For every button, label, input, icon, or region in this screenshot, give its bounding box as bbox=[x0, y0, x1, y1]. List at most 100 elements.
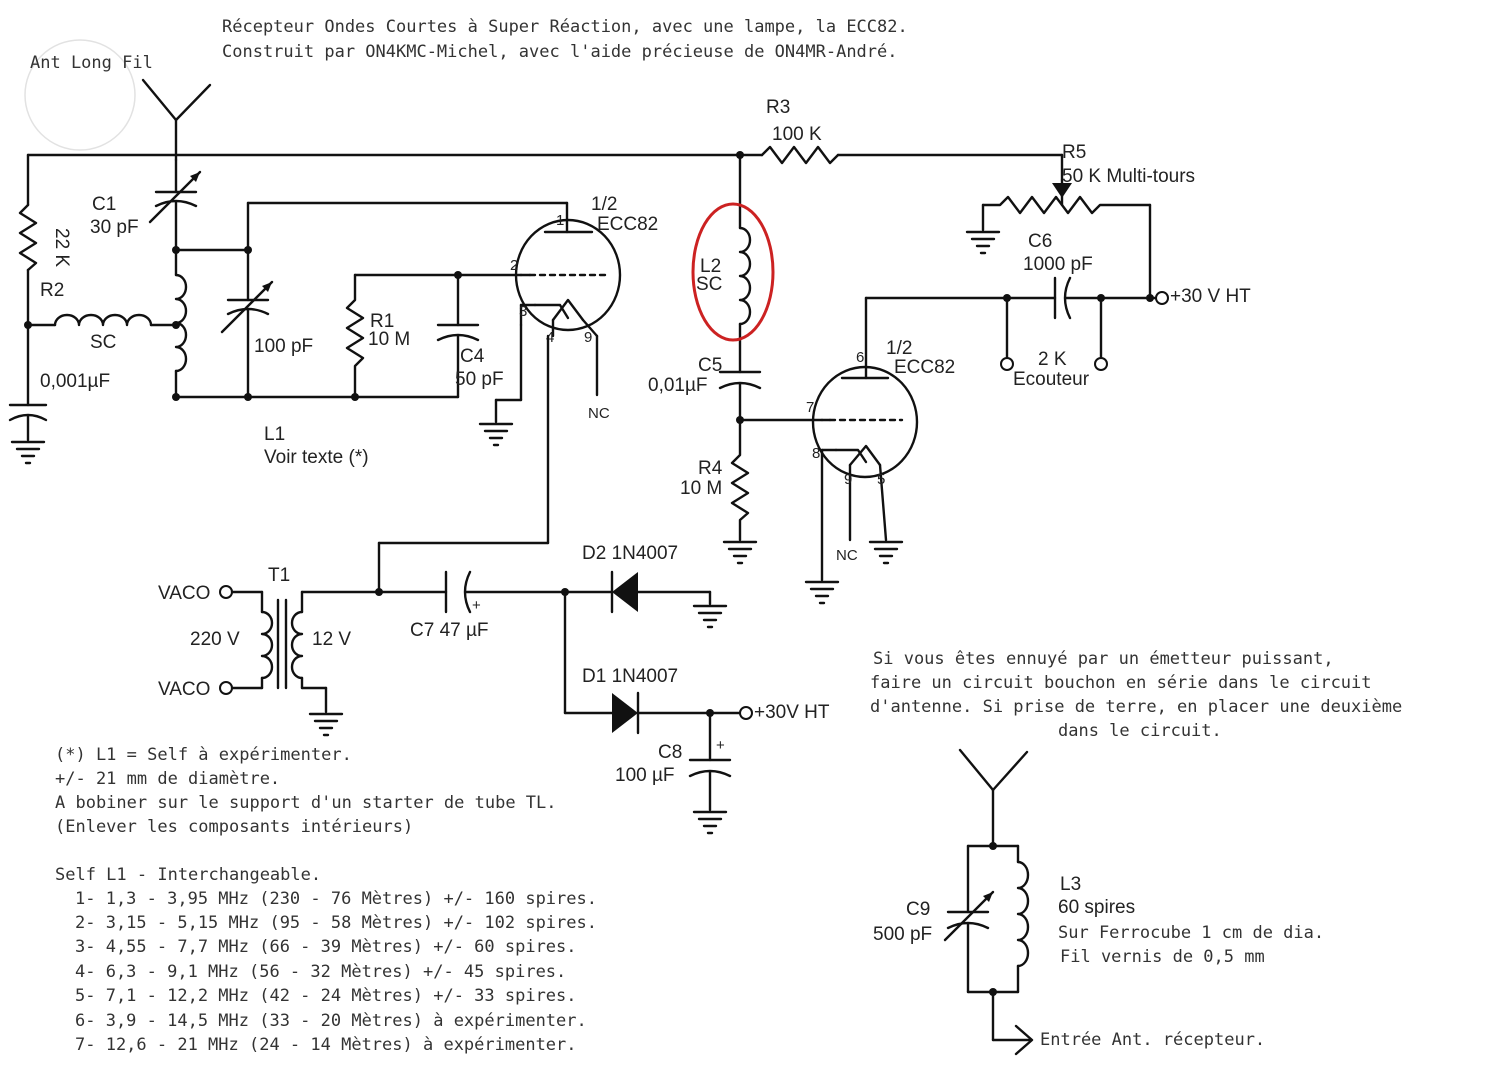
tube1-pin3: 3 bbox=[519, 303, 527, 320]
r3-value: 100 K bbox=[772, 124, 822, 145]
earphone-label: Ecouteur bbox=[1013, 369, 1090, 390]
tube1-pin4: 4 bbox=[546, 329, 554, 346]
choke-l2 bbox=[738, 153, 752, 374]
c6-label: C6 bbox=[1028, 231, 1052, 252]
note-l1-line: (*) L1 = Self à expérimenter. bbox=[55, 745, 352, 765]
self-list-item: 7- 12,6 - 21 MHz (24 - 14 Mètres) à expé… bbox=[75, 1035, 577, 1055]
c6-value: 1000 pF bbox=[1023, 254, 1093, 275]
self-list-item: 1- 1,3 - 3,95 MHz (230 - 76 Mètres) +/- … bbox=[75, 889, 597, 909]
c-100pf-value: 100 pF bbox=[254, 336, 313, 357]
c8-label: C8 bbox=[658, 742, 682, 763]
ht-terminal-1 bbox=[1155, 291, 1169, 305]
self-list-item: 5- 7,1 - 12,2 MHz (42 - 24 Mètres) +/- 3… bbox=[75, 986, 577, 1006]
vaco-1: VACO bbox=[158, 583, 210, 604]
capacitor-c1 bbox=[148, 158, 202, 252]
d2-label: D2 1N4007 bbox=[582, 543, 678, 564]
r2-label: R2 bbox=[40, 280, 64, 301]
choke-sc-r2 bbox=[26, 313, 178, 327]
l3-detail-1: Sur Ferrocube 1 cm de dia. bbox=[1058, 923, 1324, 943]
r4-value: 10 M bbox=[680, 478, 722, 499]
l3-detail-2: Fil vernis de 0,5 mm bbox=[1060, 947, 1265, 967]
tube1-type: ECC82 bbox=[597, 214, 658, 235]
title-line-2: Construit par ON4KMC-Michel, avec l'aide… bbox=[222, 42, 898, 62]
tube-ecc82-1 bbox=[514, 218, 622, 338]
r-22k-value: 22 K bbox=[51, 228, 72, 267]
l1-value: Voir texte (*) bbox=[264, 447, 369, 468]
self-list-item: 4- 6,3 - 9,1 MHz (56 - 32 Mètres) +/- 45… bbox=[75, 962, 566, 982]
l3-label: L3 bbox=[1060, 874, 1081, 895]
c8-plus: + bbox=[716, 737, 725, 754]
c5-value: 0,01µF bbox=[648, 375, 708, 396]
tube2-pin5: 5 bbox=[877, 471, 885, 488]
r5-value: 50 K Multi-tours bbox=[1062, 166, 1195, 187]
stamp-watermark bbox=[24, 39, 136, 151]
c1-value: 30 pF bbox=[90, 217, 139, 238]
antenna-icon bbox=[141, 78, 212, 162]
title-line-1: Récepteur Ondes Courtes à Super Réaction… bbox=[222, 17, 908, 37]
self-list-title: Self L1 - Interchangeable. bbox=[55, 865, 321, 885]
r1-label: R1 bbox=[370, 311, 394, 332]
notes-l1: (*) L1 = Self à expérimenter. +/- 21 mm … bbox=[55, 745, 557, 837]
capacitor-0-001uf bbox=[8, 323, 48, 465]
tube2-type: ECC82 bbox=[894, 357, 955, 378]
transformer-t1 bbox=[219, 585, 448, 737]
tube2-pin7: 7 bbox=[806, 399, 814, 416]
tube-ecc82-2 bbox=[804, 296, 1009, 605]
tube1-nc: NC bbox=[588, 405, 610, 422]
note-l1-line: A bobiner sur le support d'un starter de… bbox=[55, 793, 557, 813]
v220-label: 220 V bbox=[190, 629, 240, 650]
capacitor-c6 bbox=[1005, 276, 1152, 320]
ht-label-2: +30V HT bbox=[754, 702, 830, 723]
resistor-r4 bbox=[722, 418, 758, 565]
capacitor-c8 bbox=[688, 711, 732, 835]
v12-label: 12 V bbox=[312, 629, 351, 650]
tube1-pin9: 9 bbox=[584, 329, 592, 346]
r5-label: R5 bbox=[1062, 142, 1086, 163]
c7-plus: + bbox=[472, 597, 481, 614]
coil-l1 bbox=[174, 248, 188, 399]
tube1-half: 1/2 bbox=[591, 194, 617, 215]
resistor-r3 bbox=[760, 145, 1064, 182]
capacitor-c5 bbox=[718, 370, 824, 422]
tube2-pin8: 8 bbox=[812, 445, 820, 462]
tube1-pin1: 1 bbox=[556, 212, 564, 229]
ht-label-1: +30 V HT bbox=[1170, 286, 1251, 307]
self-list-item: 2- 3,15 - 5,15 MHz (95 - 58 Mètres) +/- … bbox=[75, 913, 597, 933]
c-0-001-value: 0,001µF bbox=[40, 371, 110, 392]
ht-terminal-2 bbox=[739, 706, 753, 720]
capacitor-c7 bbox=[444, 570, 614, 614]
earphone-value: 2 K bbox=[1038, 349, 1067, 370]
sc-label-1: SC bbox=[90, 332, 116, 353]
notes-self-list: Self L1 - Interchangeable. 1- 1,3 - 3,95… bbox=[55, 865, 597, 1055]
trap-note-line: dans le circuit. bbox=[1058, 721, 1222, 741]
antenna-label: Ant Long Fil bbox=[30, 53, 153, 73]
r1-value: 10 M bbox=[368, 329, 410, 350]
highlight-ring bbox=[691, 202, 775, 342]
notes-trap: Si vous êtes ennuyé par un émetteur puis… bbox=[870, 649, 1402, 741]
top-rail-wires bbox=[26, 153, 764, 207]
self-list-item: 6- 3,9 - 14,5 MHz (33 - 20 Mètres) à exp… bbox=[75, 1011, 587, 1031]
trap-output-label: Entrée Ant. récepteur. bbox=[1040, 1030, 1265, 1050]
tube2-pin6: 6 bbox=[856, 349, 864, 366]
vaco-2: VACO bbox=[158, 679, 210, 700]
l3-value: 60 spires bbox=[1058, 897, 1135, 918]
grid-leak-network bbox=[345, 273, 523, 399]
earphone-jack bbox=[1000, 296, 1108, 371]
r4-label: R4 bbox=[698, 458, 723, 479]
note-l1-line: +/- 21 mm de diamètre. bbox=[55, 769, 280, 789]
c9-value: 500 pF bbox=[873, 924, 932, 945]
r3-label: R3 bbox=[766, 97, 790, 118]
trap-note-line: faire un circuit bouchon en série dans l… bbox=[870, 673, 1372, 693]
potentiometer-r5 bbox=[965, 178, 1152, 300]
note-l1-line: (Enlever les composants intérieurs) bbox=[55, 817, 413, 837]
t1-label: T1 bbox=[268, 565, 290, 586]
c8-value: 100 µF bbox=[615, 765, 675, 786]
trap-note-line: d'antenne. Si prise de terre, en placer … bbox=[870, 697, 1402, 717]
trap-note-line: Si vous êtes ennuyé par un émetteur puis… bbox=[873, 649, 1334, 669]
l1-label: L1 bbox=[264, 424, 285, 445]
d1-label: D1 1N4007 bbox=[582, 666, 678, 687]
tube2-half: 1/2 bbox=[886, 338, 912, 359]
capacitor-100pf bbox=[220, 280, 274, 399]
c4-label: C4 bbox=[460, 346, 485, 367]
